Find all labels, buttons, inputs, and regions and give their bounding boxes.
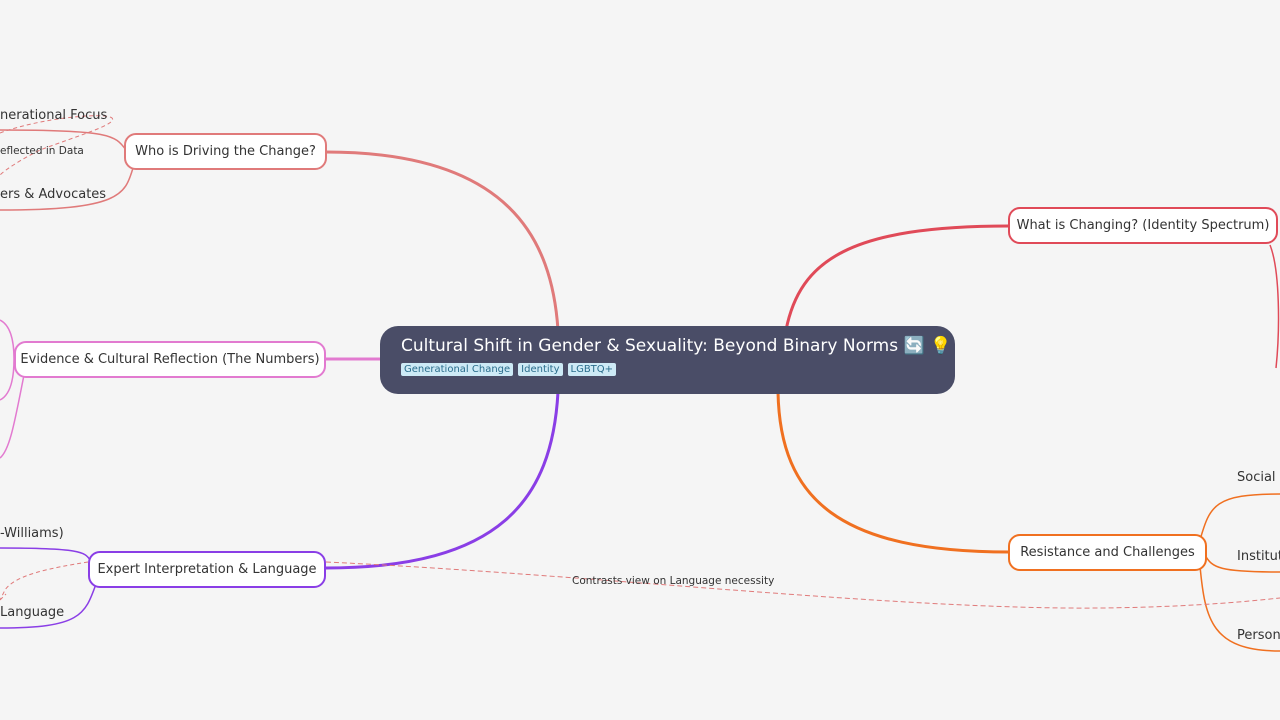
connector-what-down [1269, 244, 1280, 369]
node-resistance-label: Resistance and Challenges [1020, 545, 1195, 560]
node-expert[interactable]: Expert Interpretation & Language [88, 551, 326, 588]
connector-resistance-personal [1199, 565, 1280, 652]
leaf-reflected-in-data[interactable]: eflected in Data [0, 145, 84, 157]
connector-resistance-social [1199, 493, 1280, 541]
node-who-is-driving[interactable]: Who is Driving the Change? [124, 133, 327, 170]
node-what-label: What is Changing? (Identity Spectrum) [1016, 218, 1270, 233]
node-evidence-label: Evidence & Cultural Reflection (The Numb… [20, 352, 320, 367]
node-evidence[interactable]: Evidence & Cultural Reflection (The Numb… [14, 341, 326, 378]
connector-resistance-institutional [1204, 554, 1280, 573]
connector-who-top [0, 129, 127, 151]
relation-who-dashed [0, 115, 114, 176]
relationship-label[interactable]: Contrasts view on Language necessity [572, 575, 775, 587]
node-resistance[interactable]: Resistance and Challenges [1008, 534, 1207, 571]
leaf-social[interactable]: Social F [1237, 470, 1280, 485]
root-topic[interactable]: Cultural Shift in Gender & Sexuality: Be… [380, 326, 955, 394]
connector-expert-top [0, 547, 91, 561]
root-emoji: 🔄 💡 [903, 336, 952, 356]
leaf-institutional[interactable]: Institut [1237, 549, 1280, 564]
connector-expert-bottom [0, 583, 97, 629]
tag-lgbtq[interactable]: LGBTQ+ [567, 363, 617, 376]
connector-evidence-mid [0, 358, 15, 401]
connector-who-bottom [0, 167, 134, 211]
connector-evidence-bottom [0, 374, 25, 459]
connector-expert [325, 391, 560, 570]
relation-expert-dashed [0, 561, 89, 601]
connector-what [784, 224, 1010, 331]
node-what-is-changing[interactable]: What is Changing? (Identity Spectrum) [1008, 207, 1278, 244]
connector-evidence-top [0, 319, 15, 360]
tag-generational-change[interactable]: Generational Change [401, 363, 514, 376]
connector-who [325, 150, 560, 331]
node-who-label: Who is Driving the Change? [135, 144, 316, 159]
leaf-advocates[interactable]: ers & Advocates [0, 187, 107, 202]
leaf-generational-focus[interactable]: nerational Focus [0, 108, 108, 123]
leaf-language[interactable]: Language [0, 605, 65, 620]
connector-resistance [776, 391, 1010, 554]
relation-contrast-dashed [325, 561, 1280, 609]
leaf-williams[interactable]: -Williams) [0, 526, 64, 541]
leaf-personal[interactable]: Persona [1237, 628, 1280, 643]
node-expert-label: Expert Interpretation & Language [97, 562, 317, 577]
tag-identity[interactable]: Identity [518, 363, 563, 376]
root-tags: Generational Change Identity LGBTQ+ [401, 363, 955, 376]
root-title: Cultural Shift in Gender & Sexuality: Be… [401, 336, 899, 356]
